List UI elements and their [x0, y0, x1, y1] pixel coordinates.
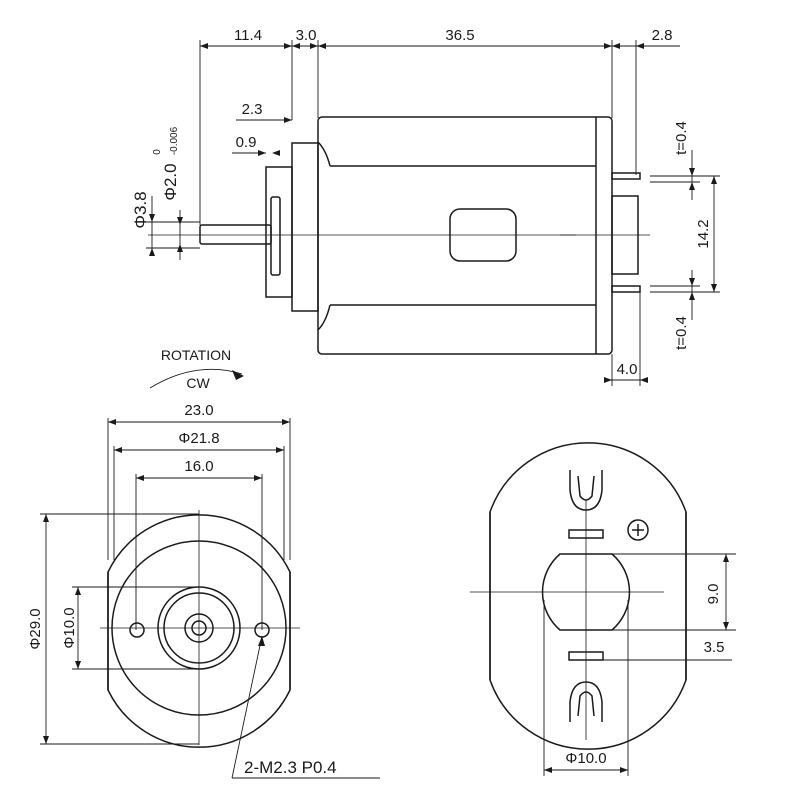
side-view: 11.4 3.0 36.5 2.8 2.3 0.9 [131, 27, 720, 391]
dim-shaft-tol-lower: -0.006 [169, 126, 180, 155]
dim-flange-width: 3.0 [296, 27, 317, 44]
bearing-boss [265, 166, 293, 298]
dim-flat-width: 23.0 [184, 402, 213, 419]
dim-bearing-step: 0.9 [236, 134, 257, 151]
screw-icon [627, 519, 649, 541]
rotation-label: ROTATION [161, 347, 231, 363]
dim-body-diameter: Φ21.8 [178, 430, 219, 447]
rear-outline [489, 442, 687, 750]
note-mount-thread: 2-M2.3 P0.4 [244, 758, 337, 777]
motor-body [317, 116, 613, 355]
rear-view: 9.0 3.5 Φ10.0 [470, 442, 736, 776]
dim-terminal-spacing: 14.2 [695, 219, 712, 248]
dim-shaft-diameter: Φ2.0 [161, 163, 180, 200]
dim-window-height: 9.0 [705, 584, 722, 605]
shaft [199, 224, 272, 245]
dim-terminal-offset: 4.0 [617, 361, 638, 378]
front-flange [291, 142, 319, 312]
dim-bearing-diameter: Φ3.8 [131, 191, 150, 228]
dim-shaft-length: 11.4 [234, 27, 262, 44]
dim-boss-height: 2.3 [242, 101, 263, 118]
front-view: 23.0 Φ21.8 16.0 Φ29.0 [27, 402, 380, 779]
terminal-bottom [611, 285, 641, 293]
dim-terminal-thickness-top: t=0.4 [673, 121, 690, 155]
rotation-direction: CW [186, 375, 210, 391]
dim-boss-diameter: Φ10.0 [61, 607, 78, 648]
dim-outer-diameter: Φ29.0 [27, 608, 44, 649]
dim-shaft-tol-upper: 0 [152, 149, 163, 155]
dim-body-length: 36.5 [445, 27, 474, 44]
dim-slot-offset: 3.5 [704, 639, 725, 656]
bearing-collar [270, 196, 281, 276]
terminal-top [611, 172, 641, 180]
dim-terminal-thickness-bottom: t=0.4 [673, 316, 690, 350]
mount-hole-left [129, 622, 145, 638]
dim-window-diameter: Φ10.0 [565, 750, 606, 767]
dim-terminal-extension: 2.8 [652, 27, 673, 44]
dim-hole-spacing: 16.0 [184, 458, 213, 475]
